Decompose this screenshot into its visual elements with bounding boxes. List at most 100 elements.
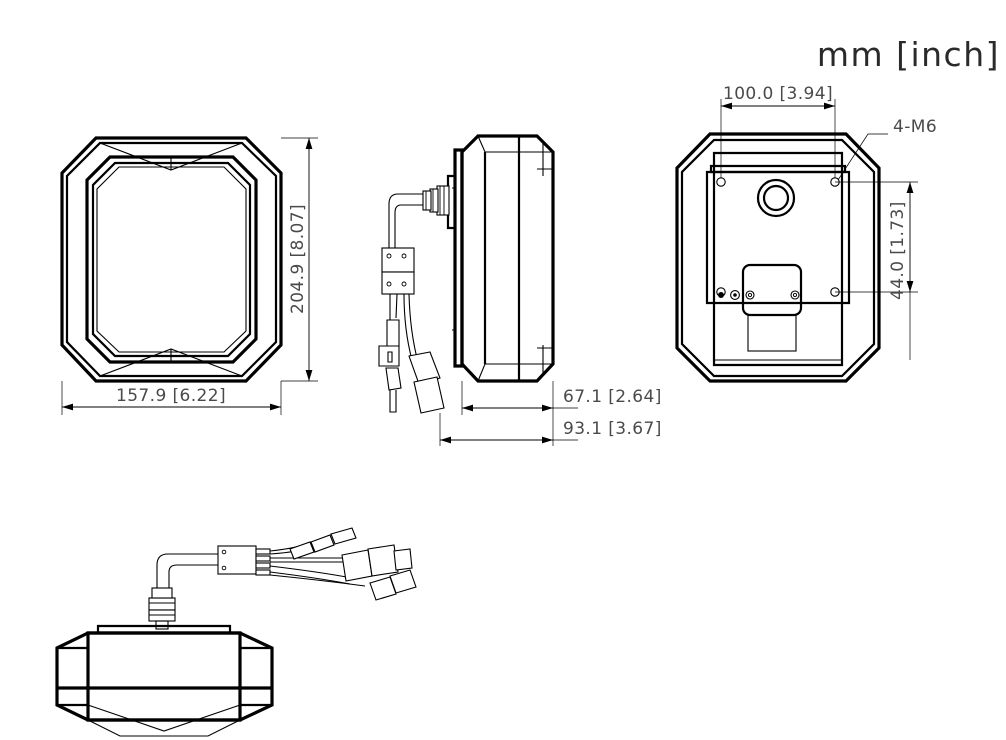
front-height-dimension: 204.9 [8.07] [281, 137, 318, 382]
plug-upper-2 [310, 534, 335, 553]
plug-upper-3 [330, 527, 357, 545]
bottom-cable-outer [156, 553, 220, 588]
front-width-label: 157.9 [6.22] [116, 386, 226, 406]
arrow-depth-left [462, 404, 473, 412]
bottom-gland-nut-a [148, 597, 176, 611]
rear-mounting-pad [705, 170, 851, 305]
side-total-depth-dimension: 93.1 [3.67] [439, 412, 662, 446]
bottom-view [55, 527, 417, 737]
bundle-sleeve-3 [255, 562, 271, 569]
arrow-hspacing-left [721, 102, 732, 110]
bottom-junction-screw-2 [221, 565, 227, 571]
side-front-faceplate [453, 148, 464, 368]
bundle-sleeve-2 [255, 555, 271, 562]
gland-nut-a [436, 185, 450, 216]
rear-thread-callout-label: 4-M6 [893, 117, 937, 137]
rear-hole-spacing-horizontal-dimension: 100.0 [3.94] [720, 84, 836, 178]
connector-plug-2 [408, 351, 441, 385]
side-rear-tab-lines [537, 168, 553, 349]
side-total-depth-label: 93.1 [3.67] [563, 419, 662, 439]
bottom-top-cap [96, 624, 232, 635]
arrow-down [305, 370, 313, 381]
rear-indicator-ring-core [733, 293, 737, 297]
arrow-up [305, 138, 313, 149]
connector-pin-detail [387, 351, 393, 363]
bottom-gland-base [155, 620, 169, 630]
arrow-vspacing-down [906, 281, 914, 292]
connector-screw-right-core [792, 292, 798, 298]
rear-gland-boss-outer [756, 178, 796, 218]
cable-junction-block-upper [381, 247, 415, 273]
plug-lower-1 [369, 576, 397, 601]
side-bottom-facet [477, 363, 553, 382]
arrow-left [62, 403, 73, 411]
side-body-depth-label: 67.1 [2.64] [563, 387, 662, 407]
rear-indicator-dot [718, 292, 724, 298]
plug-upper-1 [289, 541, 315, 560]
callout-leader-line [837, 133, 888, 181]
bottom-cable-gland [148, 587, 176, 630]
arrow-total-left [440, 436, 451, 444]
bundle-sleeve-1 [255, 548, 271, 555]
arrow-total-right [542, 436, 553, 444]
rear-gland-boss-inner [762, 184, 790, 212]
arrow-hspacing-right [824, 102, 835, 110]
junction-screw-1 [386, 253, 392, 259]
bottom-right-wing [238, 646, 274, 707]
connector-tail-1 [389, 390, 397, 413]
rear-shell-inner-edge [680, 138, 876, 378]
side-cable-gland [422, 185, 450, 216]
plug-mid-2 [367, 544, 399, 577]
branch-cable-2 [403, 293, 413, 361]
branch-cable-1b [395, 293, 398, 319]
rear-connector-shroud [747, 314, 797, 352]
units-note: mm [inch] [817, 35, 1000, 74]
junction-screw-3 [386, 281, 392, 287]
rear-hole-spacing-v-label: 44.0 [1.73] [888, 201, 908, 300]
side-view: 67.1 [2.64] 93.1 [3.67] [378, 134, 662, 446]
front-outer-bezel [60, 136, 283, 383]
gland-body [422, 190, 432, 211]
rear-outer-shell [675, 132, 881, 383]
fan-wire-4 [269, 574, 366, 587]
front-glass-face [96, 166, 247, 353]
cable-junction-block-lower [381, 271, 415, 295]
cable-upper-inner [394, 204, 423, 248]
connector-screw-right [790, 290, 800, 300]
connector-screw-left-core [747, 292, 753, 298]
bottom-junction-screw-1 [221, 549, 227, 555]
side-body-depth-dimension: 67.1 [2.64] [461, 381, 662, 415]
side-rear-cover [536, 135, 555, 382]
rear-view: 100.0 [3.94] 44.0 [1.73] 4-M6 [675, 84, 937, 383]
front-glass-frame-outer [85, 155, 258, 364]
bottom-cable-inner [168, 564, 220, 588]
connector-plug-1 [385, 367, 402, 391]
connector-body-1 [386, 319, 400, 347]
arrow-vspacing-up [906, 182, 914, 193]
arrow-depth-right [542, 404, 553, 412]
connector-plug-2-body [413, 376, 445, 414]
cable-upper-outer [388, 193, 423, 248]
rear-thread-callout: 4-M6 [837, 117, 937, 181]
bottom-gland-nut-c [148, 609, 176, 622]
rear-hole-spacing-vertical-dimension: 44.0 [1.73] [835, 181, 918, 360]
front-height-label: 204.9 [8.07] [288, 204, 308, 314]
plug-mid-1 [341, 549, 373, 582]
front-view: 204.9 [8.07] 157.9 [6.22] [60, 136, 318, 415]
bottom-gland-nut-b [151, 587, 173, 599]
connector-body-2 [378, 345, 400, 367]
front-glass-frame-inner [91, 161, 252, 358]
rear-indicator-ring [730, 290, 740, 300]
rear-backplate [712, 151, 844, 367]
bottom-bevel-fold [87, 704, 241, 732]
bottom-cable-fan [255, 527, 417, 601]
connector-screw-left [745, 290, 755, 300]
junction-screw-4 [401, 281, 407, 287]
bundle-sleeve-4 [255, 569, 271, 576]
front-width-dimension: 157.9 [6.22] [61, 381, 282, 415]
plug-lower-2 [389, 569, 417, 594]
junction-screw-2 [401, 253, 407, 259]
arrow-right [270, 403, 281, 411]
plug-mid-3 [393, 548, 413, 571]
